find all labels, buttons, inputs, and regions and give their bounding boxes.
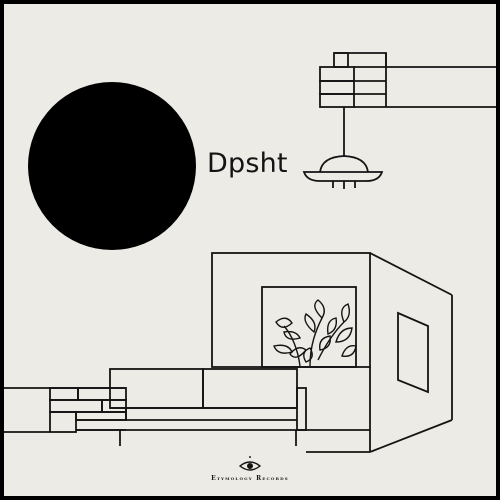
room-box	[211, 252, 453, 453]
cover-artwork	[4, 4, 496, 496]
cover-background	[4, 4, 496, 496]
record-label-name: Etymology Records	[211, 475, 289, 482]
wall-bracket-bottom	[4, 387, 127, 433]
wall-bracket-top	[319, 52, 496, 108]
artist-name: Dpsht	[207, 148, 288, 179]
plant-icon	[273, 299, 357, 367]
pendant-lamp-icon	[302, 107, 384, 189]
eye-icon	[238, 456, 262, 471]
black-circle	[28, 82, 196, 250]
